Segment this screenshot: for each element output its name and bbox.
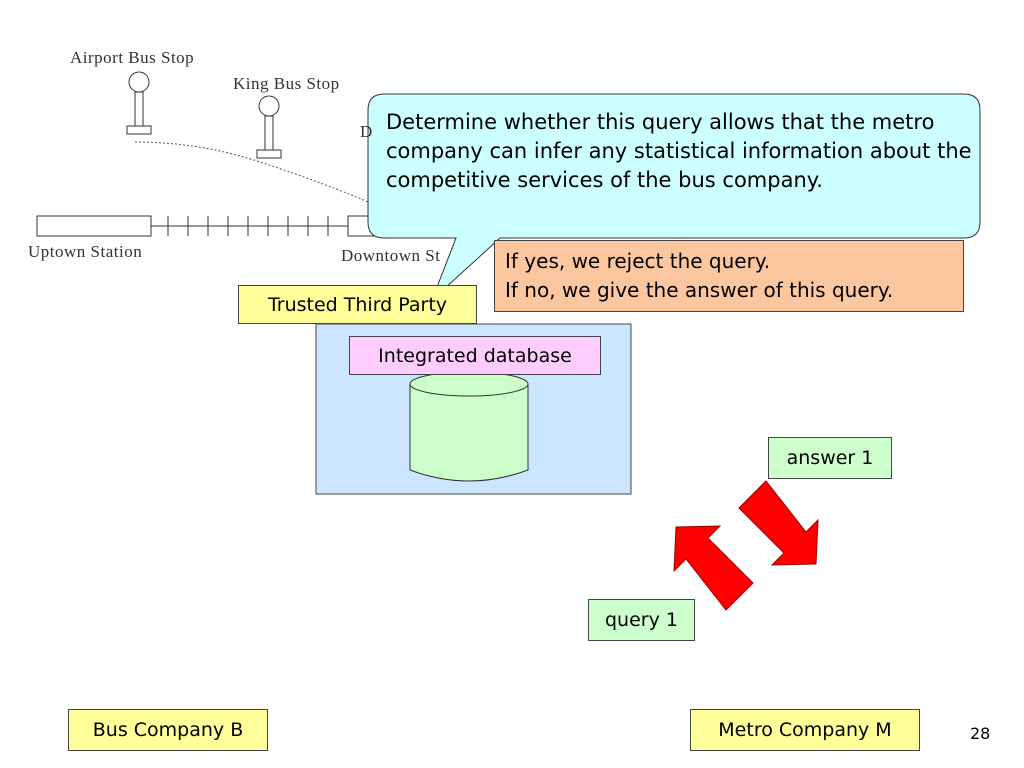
king-bus-stop-icon: [256, 95, 282, 159]
king-bus-stop-label: King Bus Stop: [233, 74, 340, 93]
uptown-station-box: [36, 215, 152, 237]
page-number: 28: [970, 724, 991, 743]
callout-text: Determine whether this query allows that…: [386, 110, 972, 192]
hidden-stop-label: D: [360, 122, 373, 141]
decision-line-yes: If yes, we reject the query.: [505, 249, 771, 273]
airport-bus-stop-icon: [126, 71, 152, 135]
decision-line-no: If no, we give the answer of this query.: [505, 278, 894, 302]
query-label: query 1: [588, 599, 695, 641]
uptown-station-label: Uptown Station: [28, 242, 143, 261]
integrated-database-label: Integrated database: [349, 336, 601, 375]
downtown-station-label: Downtown St: [341, 246, 441, 265]
callout-bubble: [367, 93, 981, 301]
trusted-third-party-label: Trusted Third Party: [238, 285, 477, 324]
query-arrow-icon: [673, 525, 754, 611]
database-cylinder-icon: [409, 371, 529, 482]
answer-label: answer 1: [768, 437, 892, 479]
airport-bus-stop-label: Airport Bus Stop: [70, 48, 195, 67]
bus-route-line: [134, 141, 376, 206]
bus-company-label: Bus Company B: [68, 709, 268, 751]
metro-company-label: Metro Company M: [690, 709, 920, 751]
rail-line: [36, 215, 379, 237]
answer-arrow-icon: [738, 480, 819, 566]
decision-box: If yes, we reject the query. If no, we g…: [494, 240, 964, 312]
